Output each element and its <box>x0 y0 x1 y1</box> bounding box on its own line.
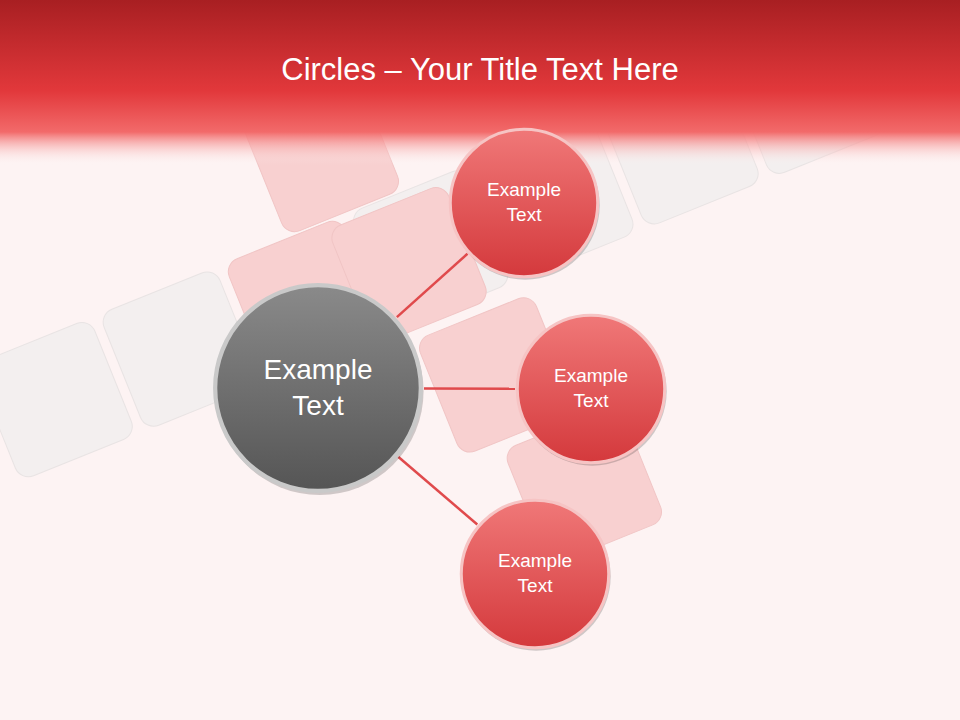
slide-title: Circles – Your Title Text Here <box>20 52 940 88</box>
circle-label: Example Text <box>488 549 582 598</box>
text-group: Example Text <box>488 549 582 598</box>
circle-label: Example Text <box>253 352 384 425</box>
circle-shape <box>515 313 667 465</box>
circle-shape <box>459 498 611 650</box>
circle-shape <box>212 282 424 494</box>
text-group: Example Text <box>253 352 384 425</box>
satellite-circle: Example Text <box>459 498 611 650</box>
satellite-circle: Example Text <box>515 313 667 465</box>
text-group: Example Text <box>477 178 571 227</box>
circle-shape <box>448 127 600 279</box>
header-band <box>0 0 960 165</box>
satellite-circle: Example Text <box>448 127 600 279</box>
circle-label: Example Text <box>544 364 638 413</box>
connector-line <box>398 457 477 525</box>
text-group: Example Text <box>544 364 638 413</box>
connector-line <box>424 387 515 390</box>
center-circle: Example Text <box>212 282 424 494</box>
circle-label: Example Text <box>477 178 571 227</box>
connector-line <box>397 254 468 317</box>
